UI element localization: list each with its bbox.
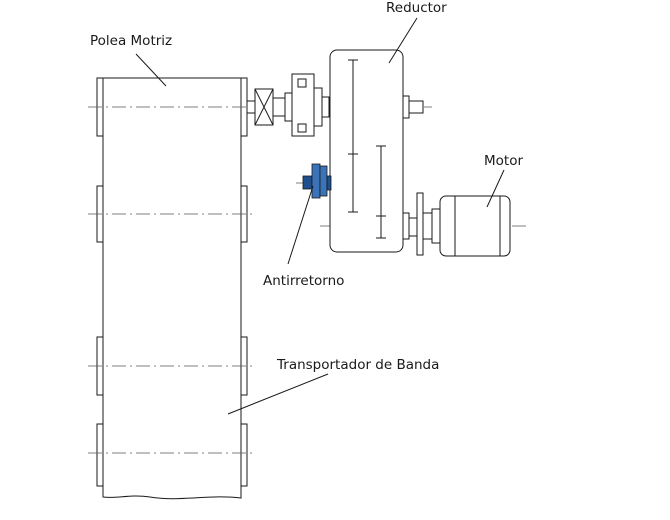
- label-backstop: Antirretorno: [263, 273, 344, 289]
- leader-conveyor: [227, 373, 329, 415]
- leader-backstop: [287, 185, 314, 265]
- label-conveyor: Transportador de Banda: [276, 357, 439, 373]
- leader-motor: [486, 169, 505, 208]
- label-gearbox: Reductor: [386, 0, 447, 16]
- leader-drive-pulley: [135, 53, 167, 87]
- labels: Polea Motriz Reductor Motor Antirretorno…: [90, 0, 523, 373]
- leader-gearbox: [388, 17, 418, 64]
- drive-shaft-coupling: [246, 73, 330, 137]
- conveyor-belt: [96, 77, 248, 500]
- label-drive-pulley: Polea Motriz: [90, 33, 172, 49]
- brake-disc: [416, 192, 424, 256]
- label-motor: Motor: [484, 153, 523, 169]
- motor-coupling: [408, 192, 441, 256]
- gearbox: [329, 49, 424, 253]
- leader-lines: [135, 17, 505, 415]
- motor: [439, 195, 511, 257]
- backstop: [302, 163, 332, 199]
